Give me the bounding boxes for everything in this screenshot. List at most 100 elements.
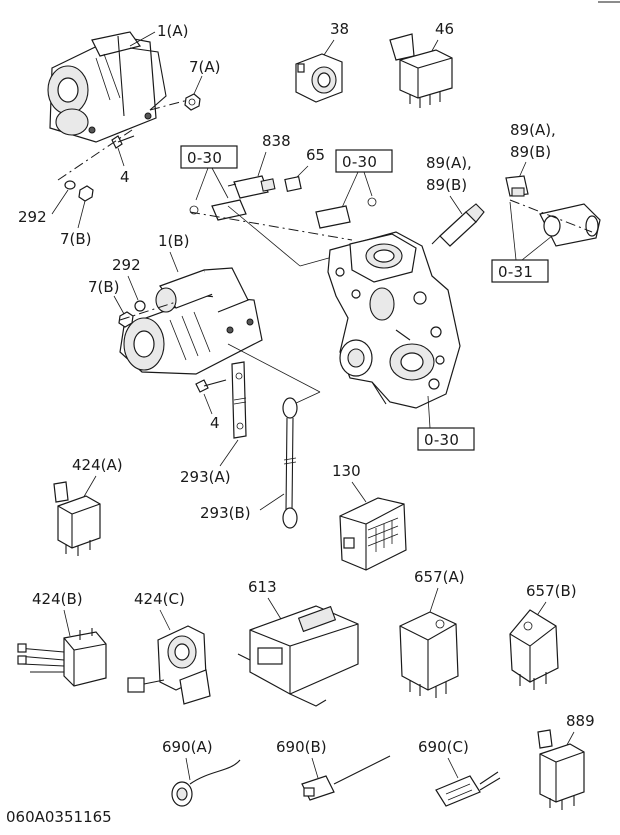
leader-838 xyxy=(257,151,267,177)
washer-292-top-icon xyxy=(64,180,76,190)
leader-0-31-b xyxy=(521,235,553,261)
relay-889-illustration[interactable] xyxy=(537,729,585,810)
leader-0-30-b2 xyxy=(363,171,373,197)
leader-7a xyxy=(193,75,203,95)
label-657b: 657(B) xyxy=(526,582,577,600)
relay-46-illustration[interactable] xyxy=(389,33,453,108)
label-89b-mid: 89(B) xyxy=(426,176,467,194)
label-4-top: 4 xyxy=(120,168,130,186)
leader-7b-top xyxy=(77,200,86,229)
label-292-mid: 292 xyxy=(112,256,141,274)
leader-292-mid xyxy=(127,275,139,301)
leader-4-mid xyxy=(203,393,213,415)
axis-line-sensors xyxy=(189,211,353,241)
sensor-0-30b-illustration[interactable] xyxy=(315,197,377,229)
label-690c: 690(C) xyxy=(418,738,469,756)
label-293a: 293(A) xyxy=(180,468,231,486)
controller-130-illustration[interactable] xyxy=(339,497,407,571)
ref-box-0-31[interactable] xyxy=(491,259,549,283)
sensor-89-mid-illustration[interactable] xyxy=(431,203,485,247)
ref-box-0-30-c[interactable] xyxy=(417,427,475,451)
label-130: 130 xyxy=(332,462,361,480)
label-7b-top: 7(B) xyxy=(60,230,92,248)
leader-690c xyxy=(447,757,459,779)
label-657a: 657(A) xyxy=(414,568,465,586)
bracket-line-1 xyxy=(227,205,301,267)
label-65: 65 xyxy=(306,146,325,164)
leader-0-30-a2 xyxy=(211,167,229,199)
label-293b: 293(B) xyxy=(200,504,251,522)
sensor-690b-illustration[interactable] xyxy=(301,755,391,801)
starter-motor-1b-illustration[interactable] xyxy=(119,267,263,375)
label-690a: 690(A) xyxy=(162,738,213,756)
leader-0-30-c xyxy=(427,395,431,429)
fitting-65-illustration[interactable] xyxy=(284,175,302,193)
label-0-31: 0-31 xyxy=(498,263,533,281)
label-38: 38 xyxy=(330,20,349,38)
leader-0-30-b1 xyxy=(339,171,359,213)
connector-690c-illustration[interactable] xyxy=(435,771,501,807)
label-424a: 424(A) xyxy=(72,456,123,474)
label-7b-mid: 7(B) xyxy=(88,278,120,296)
label-690b: 690(B) xyxy=(276,738,327,756)
leader-292-top xyxy=(51,189,69,215)
label-292-top: 292 xyxy=(18,208,47,226)
label-0-30-b: 0-30 xyxy=(342,153,377,171)
relay-424c-illustration[interactable] xyxy=(127,625,211,705)
relay-424a-illustration[interactable] xyxy=(53,481,101,556)
label-4-mid: 4 xyxy=(210,414,220,432)
label-1a: 1(A) xyxy=(157,22,189,40)
label-838: 838 xyxy=(262,132,291,150)
bolt-4-mid-icon xyxy=(195,379,227,393)
leader-690b xyxy=(311,757,319,779)
relay-657a-illustration[interactable] xyxy=(399,611,459,698)
part-38-illustration[interactable] xyxy=(295,53,343,103)
relay-657b-illustration[interactable] xyxy=(509,609,559,690)
label-0-30-a: 0-30 xyxy=(187,149,222,167)
label-89a-right: 89(A), xyxy=(510,121,556,139)
bolt-4-top-icon xyxy=(111,135,135,149)
nut-7a-icon xyxy=(184,93,201,111)
axis-line-top xyxy=(57,129,133,181)
leader-65 xyxy=(295,165,309,179)
label-424b: 424(B) xyxy=(32,590,83,608)
leader-293b xyxy=(259,493,285,511)
leader-293a xyxy=(219,439,239,467)
bracket-line-3 xyxy=(227,343,321,393)
leader-4-top xyxy=(117,147,125,167)
label-89a-mid: 89(A), xyxy=(426,154,472,172)
leader-424b xyxy=(63,609,71,637)
nut-7b-mid-icon xyxy=(118,311,134,328)
starter-motor-1a-illustration[interactable] xyxy=(47,31,167,143)
sensor-838-illustration[interactable] xyxy=(227,175,276,199)
axis-line-89-right xyxy=(509,199,593,233)
bracket-line-4 xyxy=(293,391,321,405)
leader-89-mid xyxy=(449,195,463,215)
thermostat-housing-illustration[interactable] xyxy=(327,231,461,409)
fitting-89-right-illustration[interactable] xyxy=(539,203,601,247)
leader-130 xyxy=(351,481,367,503)
axis-line-1b xyxy=(119,301,177,321)
ecu-613-illustration[interactable] xyxy=(237,605,359,707)
leader-1b xyxy=(169,251,179,273)
sensor-030-illustration[interactable] xyxy=(189,199,247,221)
leader-0-31-a xyxy=(509,201,517,261)
relay-424b-illustration[interactable] xyxy=(17,628,107,687)
cable-293b-illustration[interactable] xyxy=(282,397,298,529)
leader-1a xyxy=(129,31,156,47)
ref-box-0-30-a[interactable] xyxy=(180,145,238,169)
diagram-code: 060A0351165 xyxy=(6,808,112,826)
leader-0-30-a1 xyxy=(195,167,209,201)
sensor-89-right-illustration[interactable] xyxy=(505,175,529,197)
label-424c: 424(C) xyxy=(134,590,185,608)
strap-293a-illustration[interactable] xyxy=(231,361,247,439)
nut-7b-top-icon xyxy=(78,185,94,202)
leader-7b-mid xyxy=(113,295,125,315)
label-0-30-c: 0-30 xyxy=(424,431,459,449)
label-889: 889 xyxy=(566,712,595,730)
sensor-690a-illustration[interactable] xyxy=(171,759,241,807)
label-1b: 1(B) xyxy=(158,232,190,250)
leader-690a xyxy=(185,757,191,781)
label-89b-right: 89(B) xyxy=(510,143,551,161)
